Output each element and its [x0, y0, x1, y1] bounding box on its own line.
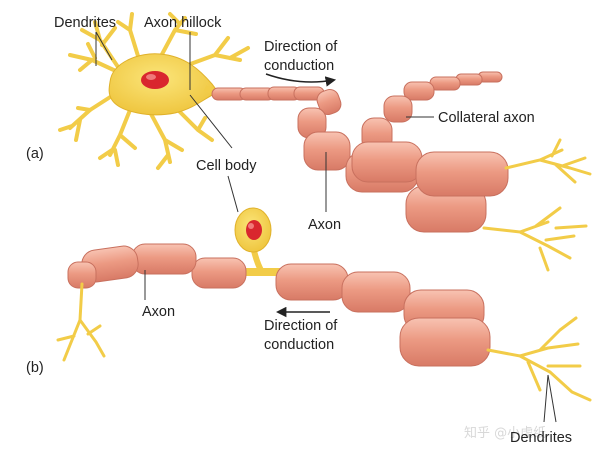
direction-label-b-line1: Direction of	[264, 318, 338, 334]
cell-body-label: Cell body	[196, 158, 257, 174]
collateral-axon-label: Collateral axon	[438, 110, 535, 126]
neuron-b	[56, 207, 592, 402]
neuron-a	[58, 12, 592, 272]
dendrites-a	[58, 12, 250, 170]
watermark: 知乎 @小虎纸	[464, 425, 546, 441]
nucleus-b	[246, 220, 262, 240]
axon-hillock-label: Axon hillock	[144, 15, 222, 31]
direction-label-a-line1: Direction of	[264, 39, 338, 55]
panel-a-label: (a)	[26, 146, 44, 162]
dendrites-b-left	[56, 282, 106, 362]
leader-lines	[95, 31, 557, 423]
axon-label-b: Axon	[142, 304, 175, 320]
direction-label-b-line2: conduction	[264, 337, 334, 353]
axon-b-right	[275, 263, 491, 367]
axon-terminals-a	[482, 138, 592, 272]
dendrites-b-right	[486, 316, 592, 402]
axon-b-left	[67, 243, 247, 289]
nucleus-a	[141, 71, 169, 89]
collateral-axon	[351, 71, 509, 197]
direction-arrow-a	[265, 73, 337, 87]
axon-label-a: Axon	[308, 217, 341, 233]
direction-label-a-line2: conduction	[264, 58, 334, 74]
dendrites-label-top: Dendrites	[54, 15, 116, 31]
dendrites-label-bottom: Dendrites	[510, 430, 572, 446]
panel-b-label: (b)	[26, 360, 44, 376]
